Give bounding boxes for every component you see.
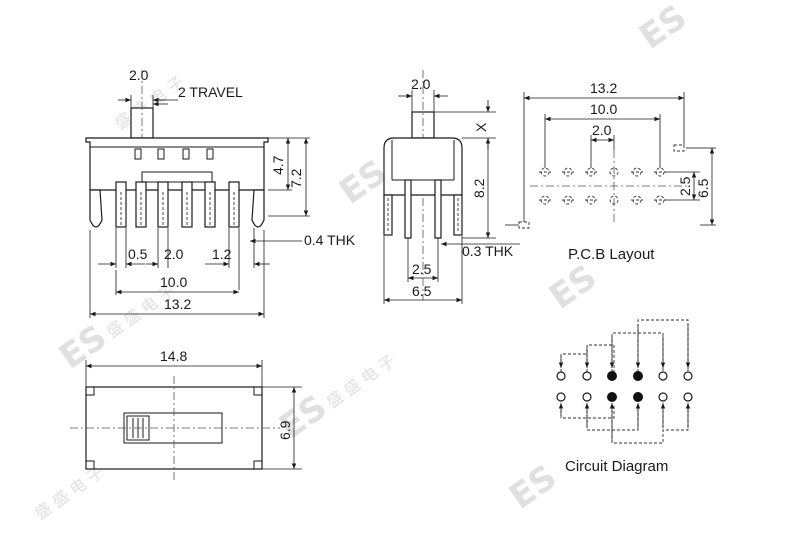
end-housing [383,137,463,196]
circuit-diagram: Circuit Diagram [556,319,693,475]
end-view: 2.0 X 8.2 0.3 THK 2.5 6.5 [383,70,520,304]
slider-knob [126,415,150,441]
dim-travel: 2 TRAVEL [178,84,243,100]
pcb-dim-inner: 10.0 [590,101,617,117]
dim-body-width: 6.5 [412,283,432,299]
dim-top-length: 14.8 [160,348,187,364]
dim-x: X [473,122,489,132]
dim-actuator-width: 2.0 [129,67,149,83]
mount-slot [518,221,530,229]
top-view: 14.8 6.9 [70,348,302,480]
side-view: 2.0 2 TRAVEL 4.7 7.2 0.4 THK 0.5 2.0 1.2 [85,67,356,318]
pcb-dim-overall: 13.2 [590,80,617,96]
dim-pin-pitch: 2.0 [164,246,184,262]
dim-end-gap: 1.2 [212,246,232,262]
dim-tab-thickness: 0.3 THK [462,243,514,259]
dim-height-b: 7.2 [288,168,304,188]
pcb-dim-row-pitch: 2.5 [677,176,693,196]
circuit-nodes [556,371,693,402]
pcb-dim-pitch: 2.0 [592,122,612,138]
dim-row-pitch: 2.5 [412,261,432,277]
mount-slot [673,144,685,152]
dim-pin-width: 0.5 [128,246,148,262]
pcb-dim-total-height: 6.5 [695,178,711,198]
watermark-logo: ES [542,257,604,317]
dim-height-a: 4.7 [270,155,286,175]
circuit-title: Circuit Diagram [565,458,668,475]
pcb-layout-title: P.C.B Layout [568,246,655,263]
dim-body-length: 13.2 [164,296,191,312]
dim-pin-span: 10.0 [160,274,187,290]
watermark-logo: ES [502,457,564,517]
side-pins [115,181,240,228]
dim-top-width: 6.9 [277,420,293,440]
dim-pin-thickness: 0.4 THK [304,232,356,248]
watermark-logo: ES [632,0,694,57]
pcb-layout: 13.2 10.0 2.0 2.5 6.5 P.C.B Layout [505,80,716,263]
dim-pin-length: 8.2 [471,178,487,198]
dim-end-actuator-width: 2.0 [411,76,431,92]
watermark-text: 盛 盛 电 子 [323,351,399,412]
watermark-text: 盛 盛 电 子 [31,462,107,523]
